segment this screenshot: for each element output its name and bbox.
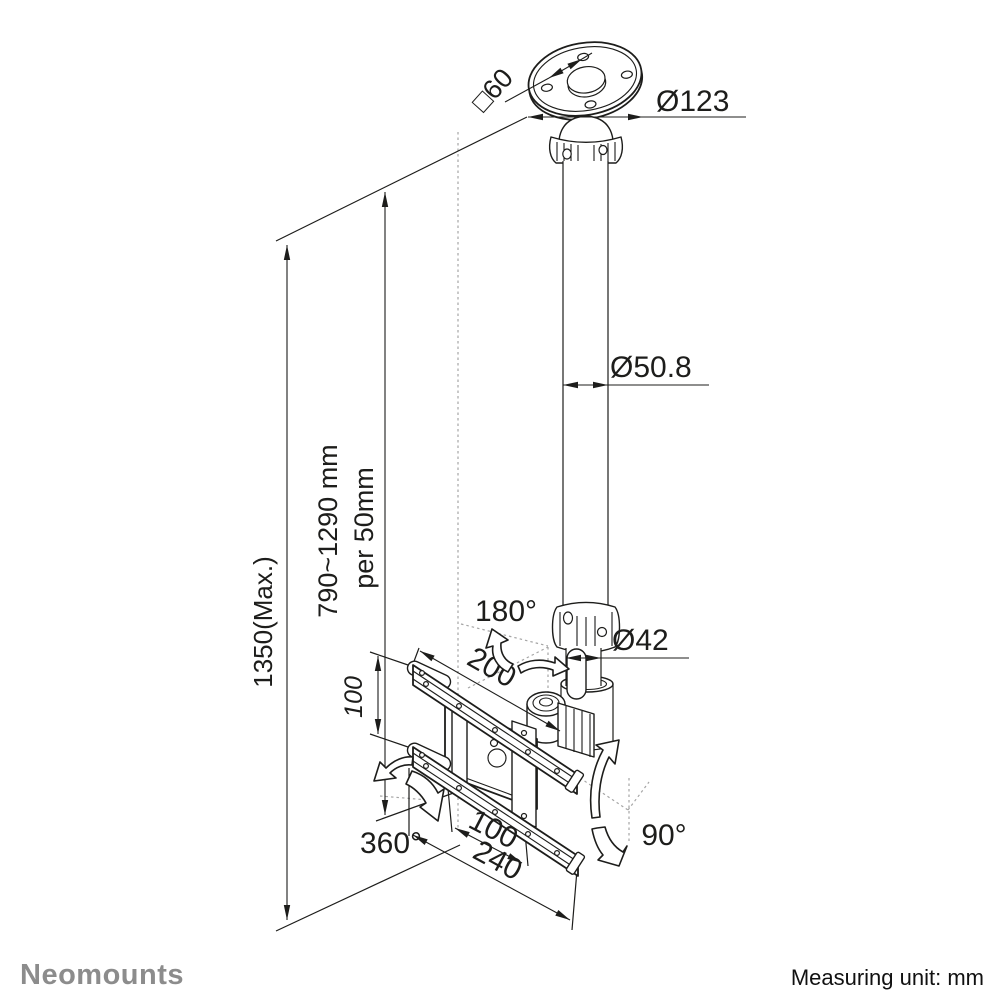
inner-tube-slot	[566, 648, 587, 700]
tilt-axis-ray	[579, 777, 629, 811]
ext-rail-bottom	[369, 733, 409, 748]
swivel-axis-ray	[460, 623, 549, 647]
ext-top-diagonal	[275, 116, 528, 242]
rib-plate	[557, 702, 595, 758]
tilt-arrow-down-icon	[591, 826, 628, 867]
plate-screw-hole	[584, 100, 597, 109]
rotate-arrow-ccw-icon	[373, 756, 414, 782]
rail-hole	[456, 784, 463, 791]
rail-hole	[492, 808, 499, 815]
collar-screw	[598, 144, 608, 156]
swivel-arrow-up-icon	[485, 628, 514, 673]
dim-60-tail	[581, 52, 593, 60]
rail-hole	[423, 762, 430, 769]
rotate-arrow-cw-icon	[405, 770, 445, 822]
swivel-180-label: 180°	[475, 595, 537, 628]
rail-hole	[423, 680, 430, 687]
rail-hole	[492, 726, 499, 733]
swivel-arrow-right-icon	[517, 656, 570, 677]
plate-inner-ring	[532, 46, 638, 112]
dim-200-label: 200	[462, 641, 522, 694]
lock-collar-knurl	[559, 612, 613, 652]
dim-100-left-label: 100	[340, 676, 368, 718]
footer: Neomounts Measuring unit: mm	[20, 959, 984, 991]
rail-hole	[524, 830, 531, 837]
dim-dia123-label: Ø123	[656, 85, 729, 118]
top-rail-end	[564, 769, 585, 793]
tilt-90-label: 90°	[641, 819, 686, 852]
dim-step-label: per 50mm	[349, 467, 379, 589]
rail-hole	[419, 751, 426, 758]
rotate-360-label: 360°	[360, 827, 422, 860]
dim-dia42-label: Ø42	[612, 624, 669, 657]
rail-hole	[524, 748, 531, 755]
rotation-annotations: 180° 360° 90°	[360, 595, 687, 867]
dim-square60-label: □60	[466, 63, 519, 118]
rail-hole	[553, 849, 560, 856]
dim-1350-label: 1350(Max.)	[248, 556, 278, 688]
plate-screw-hole	[540, 83, 553, 92]
upper-tube-fill	[563, 161, 608, 612]
dim-60-line	[548, 58, 583, 79]
dim-60-tail	[504, 77, 550, 103]
lock-collar-screw	[562, 611, 574, 625]
dim-240-label: 240	[468, 834, 528, 887]
dim-240-line	[412, 834, 571, 921]
rail-hole	[553, 767, 560, 774]
rail-hole	[456, 702, 463, 709]
dim-range-label: 790~1290 mm	[313, 444, 343, 617]
dim-200-line	[419, 650, 561, 732]
collar-screw	[562, 148, 572, 160]
brand-logo: Neomounts	[20, 959, 184, 991]
bar-hole	[520, 812, 528, 820]
bar-hole	[520, 729, 528, 737]
tilt-axis-ray	[627, 781, 650, 811]
ext-rail-top	[369, 651, 409, 666]
rail-hole	[419, 669, 426, 676]
dim-dia508-label: Ø50.8	[610, 351, 692, 384]
tilt-arrow-up-icon	[589, 739, 620, 819]
ceiling-plate	[527, 41, 644, 121]
plate-screw-hole	[577, 52, 590, 62]
plate-screw-hole	[620, 70, 633, 79]
measuring-unit-note: Measuring unit: mm	[791, 965, 984, 990]
vesa-center-hole	[487, 748, 507, 768]
lock-collar-screw	[596, 626, 608, 638]
